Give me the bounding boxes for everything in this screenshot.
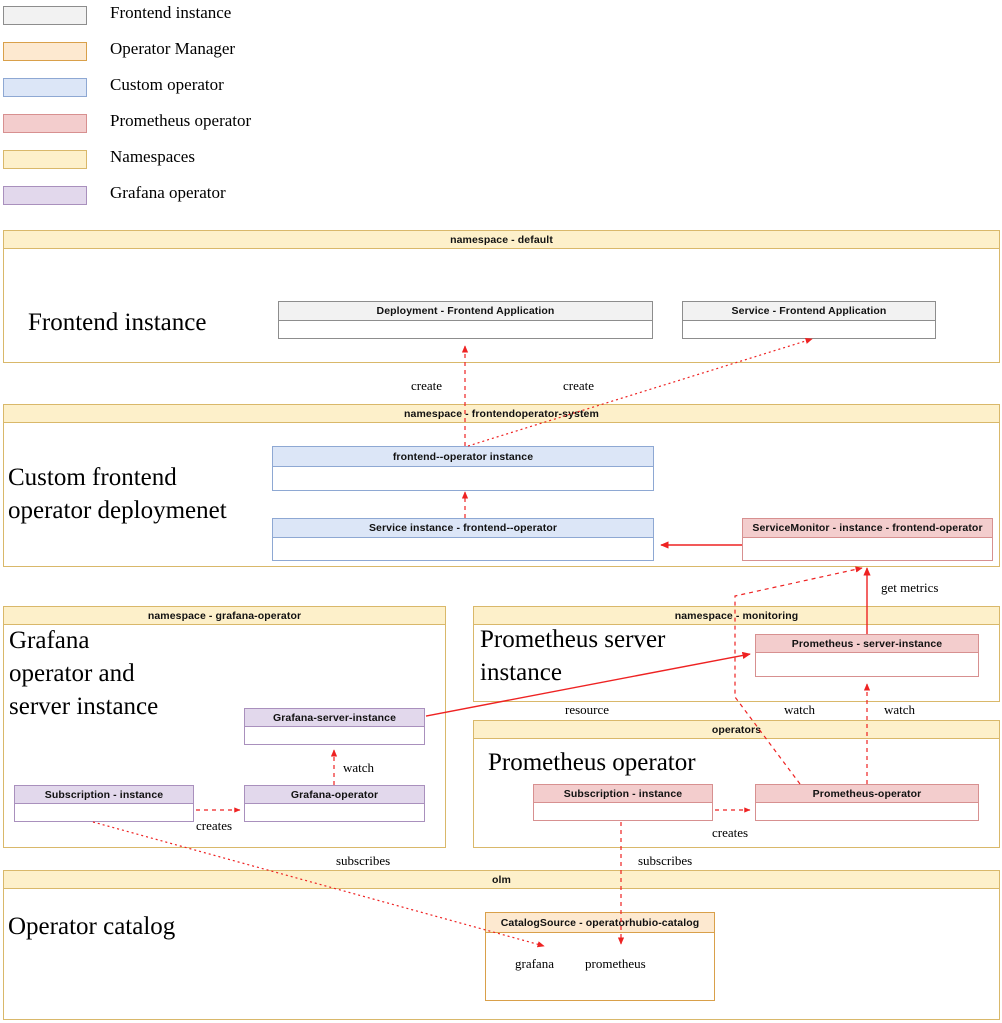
legend-swatch-operator-manager <box>3 42 87 61</box>
section-title-grafana-operator-server: Grafana operator and server instance <box>9 627 159 720</box>
box-deployment-frontend-application[interactable]: Deployment - Frontend Application <box>278 301 653 339</box>
catalog-entry-prometheus: prometheus <box>585 956 646 971</box>
edge-label-get-metrics: get metrics <box>881 580 939 595</box>
edge-label-resource: resource <box>565 702 610 717</box>
box-body <box>278 321 653 339</box>
box-body <box>272 467 654 491</box>
section-namespace-default: namespace - default <box>3 230 1000 363</box>
box-servicemonitor-instance-frontend-operator[interactable]: ServiceMonitor - instance - frontend-ope… <box>742 518 993 561</box>
section-header-label: olm <box>4 871 999 889</box>
section-title-prometheus-server-instance: Prometheus server instance <box>480 626 666 686</box>
box-title: ServiceMonitor - instance - frontend-ope… <box>742 518 993 538</box>
box-body <box>14 804 194 822</box>
box-body <box>742 538 993 561</box>
legend-swatch-prometheus-operator <box>3 114 87 133</box>
box-prometheus-operator[interactable]: Prometheus-operator <box>755 784 979 821</box>
catalog-entry-grafana: grafana <box>515 956 554 971</box>
legend-swatch-namespaces <box>3 150 87 169</box>
section-header-label: operators <box>474 721 999 739</box>
box-service-frontend-application[interactable]: Service - Frontend Application <box>682 301 936 339</box>
legend-swatch-grafana-operator <box>3 186 87 205</box>
box-service-instance-frontend-operator[interactable]: Service instance - frontend--operator <box>272 518 654 561</box>
section-title-prometheus-operator: Prometheus operator <box>488 749 696 776</box>
box-title: CatalogSource - operatorhubio-catalog <box>485 912 715 933</box>
section-header-label: namespace - default <box>4 231 999 249</box>
edge-label-create-left: create <box>411 378 443 393</box>
section-header-label: namespace - frontendoperator-system <box>4 405 999 423</box>
box-title: Subscription - instance <box>533 784 713 803</box>
box-title: Prometheus - server-instance <box>755 634 979 653</box>
edge-label-grafana-watch: watch <box>343 760 375 775</box>
box-title: Service instance - frontend--operator <box>272 518 654 538</box>
box-title: Deployment - Frontend Application <box>278 301 653 321</box>
edge-label-create-right: create <box>563 378 595 393</box>
legend-swatch-frontend-instance <box>3 6 87 25</box>
box-body <box>755 653 979 677</box>
box-title: Prometheus-operator <box>755 784 979 803</box>
edge-label-watch-mid: watch <box>784 702 816 717</box>
section-title-custom-frontend-operator: Custom frontend operator deploymenet <box>8 464 227 524</box>
box-prometheus-server-instance[interactable]: Prometheus - server-instance <box>755 634 979 677</box>
box-body <box>755 803 979 821</box>
box-body <box>244 804 425 822</box>
legend-swatch-custom-operator <box>3 78 87 97</box>
box-title: Service - Frontend Application <box>682 301 936 321</box>
box-grafana-operator[interactable]: Grafana-operator <box>244 785 425 822</box>
box-body <box>682 321 936 339</box>
box-title: Grafana-server-instance <box>244 708 425 727</box>
box-prometheus-subscription-instance[interactable]: Subscription - instance <box>533 784 713 821</box>
edge-label-grafana-subscribes: subscribes <box>336 853 391 868</box>
box-grafana-server-instance[interactable]: Grafana-server-instance <box>244 708 425 745</box>
box-body <box>533 803 713 821</box>
legend-label: Operator Manager <box>110 39 236 58</box>
box-title: Subscription - instance <box>14 785 194 804</box>
legend-label: Grafana operator <box>110 183 226 202</box>
legend-label: Frontend instance <box>110 3 232 22</box>
box-body <box>272 538 654 561</box>
edge-label-prometheus-subscribes: subscribes <box>638 853 693 868</box>
box-grafana-subscription-instance[interactable]: Subscription - instance <box>14 785 194 822</box>
section-title-frontend-instance: Frontend instance <box>28 309 207 336</box>
box-frontend-operator-instance[interactable]: frontend--operator instance <box>272 446 654 491</box>
legend-label: Custom operator <box>110 75 224 94</box>
box-body <box>244 727 425 745</box>
edge-label-watch-right: watch <box>884 702 916 717</box>
box-title: Grafana-operator <box>244 785 425 804</box>
legend-label: Namespaces <box>110 147 195 166</box>
edge-label-grafana-creates: creates <box>196 818 233 833</box>
edge-label-prometheus-creates: creates <box>712 825 749 840</box>
legend-label: Prometheus operator <box>110 111 252 130</box>
section-header-label: namespace - grafana-operator <box>4 607 445 625</box>
box-title: frontend--operator instance <box>272 446 654 467</box>
section-title-operator-catalog: Operator catalog <box>8 913 176 940</box>
